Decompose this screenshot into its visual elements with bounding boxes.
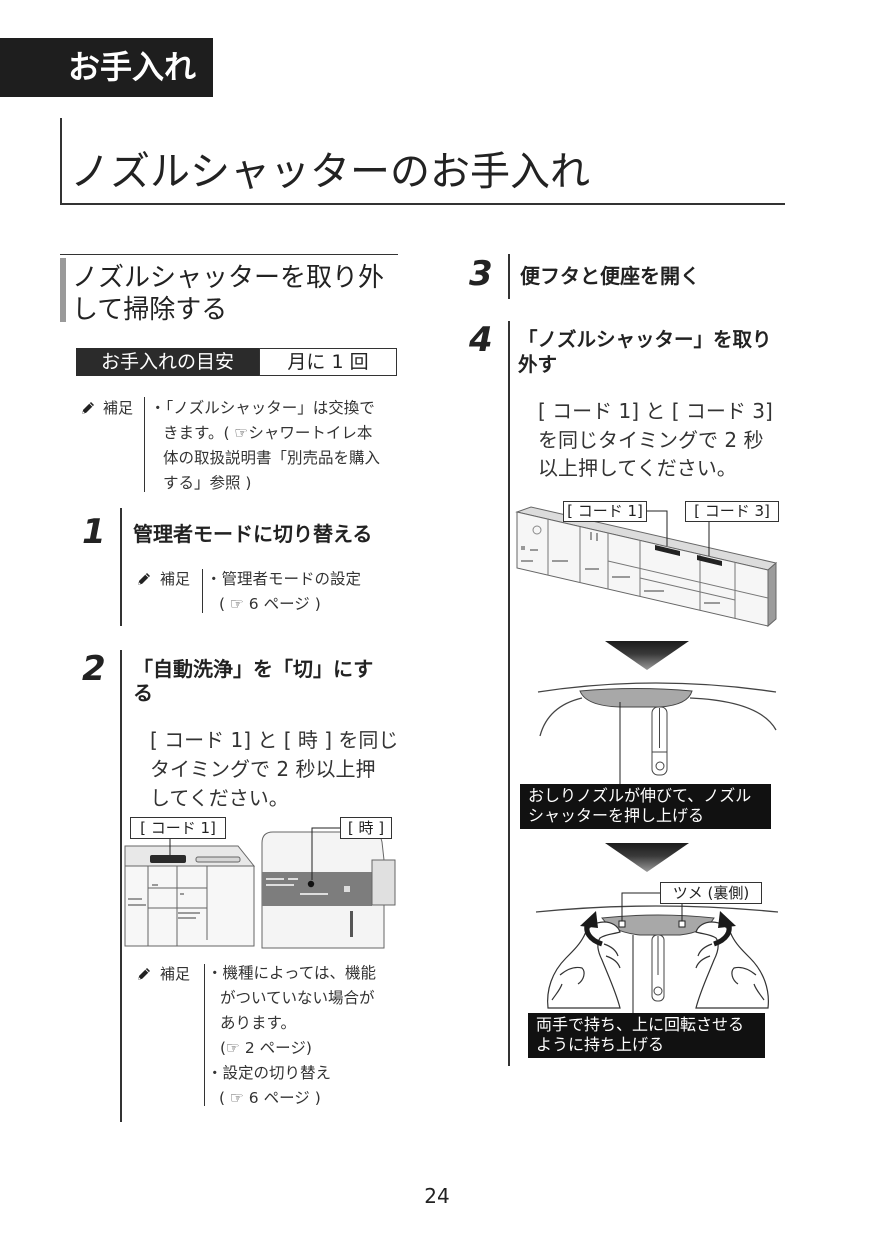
panel-button-dividers bbox=[547, 519, 769, 618]
caption-line: 両手で持ち、上に回転させる bbox=[536, 1015, 745, 1034]
step-body-line: [ コード 1] と [ 時 ] を同じ bbox=[150, 728, 399, 752]
step2-control-panel-illustration bbox=[124, 827, 396, 949]
control-panel-right-crop bbox=[261, 831, 396, 949]
note-divider bbox=[204, 964, 205, 1106]
note-line: ・「ノズルシャッター」は交換で bbox=[150, 399, 375, 417]
panel-small-markings bbox=[128, 884, 200, 919]
section-heading-bar bbox=[60, 258, 66, 322]
note-line: する」参照 ) bbox=[163, 474, 252, 492]
step-number: 2 bbox=[82, 649, 106, 689]
note-line: ( ☞ 6 ページ ) bbox=[219, 595, 321, 613]
step-title: 外す bbox=[518, 353, 558, 376]
step4-control-panel-illustration bbox=[515, 506, 778, 628]
step-number: 3 bbox=[469, 254, 493, 294]
callout-code1: [ コード 1] bbox=[563, 501, 647, 522]
care-frequency-value: 月に 1 回 bbox=[259, 348, 397, 376]
nozzle bbox=[651, 934, 665, 1002]
dark-band-markings bbox=[266, 878, 350, 895]
note-line: がついていない場合が bbox=[220, 989, 375, 1007]
note-line: (☞ 2 ページ) bbox=[220, 1039, 312, 1057]
callout-tab-back-side: ツメ (裏側) bbox=[660, 882, 762, 904]
title-bottom-rule bbox=[60, 203, 785, 205]
section-heading-top-rule bbox=[60, 254, 398, 255]
note-label: 補足 bbox=[160, 570, 191, 588]
note-line: 体の取扱説明書「別売品を購入 bbox=[163, 449, 381, 467]
step-body-line: を同じタイミングで 2 秒 bbox=[538, 428, 764, 452]
step-rule bbox=[508, 254, 510, 299]
step-body-line: [ コード 1] と [ コード 3] bbox=[538, 399, 773, 423]
step-number: 1 bbox=[82, 512, 106, 552]
note-label: 補足 bbox=[103, 399, 134, 417]
note-line: あります。 bbox=[220, 1014, 296, 1032]
note-line: ・設定の切り替え bbox=[207, 1064, 332, 1082]
nozzle-push-illustration bbox=[537, 682, 777, 784]
step-rule bbox=[508, 321, 510, 1066]
callout-leader-lines bbox=[169, 827, 340, 880]
nozzle bbox=[651, 706, 668, 776]
control-panel-left-crop bbox=[124, 845, 256, 947]
step-title: 「自動洗浄」を「切」にす bbox=[133, 657, 374, 681]
panel-small-markings bbox=[521, 525, 720, 604]
step-title: 便フタと便座を開く bbox=[520, 264, 700, 288]
seat-outline bbox=[535, 905, 779, 913]
caption-line: シャッターを押し上げる bbox=[528, 806, 705, 825]
caption-line: おしりノズルが伸びて、ノズル bbox=[528, 786, 752, 805]
pencil-icon bbox=[82, 402, 94, 414]
code1-button-highlight bbox=[655, 545, 680, 556]
left-hand bbox=[547, 921, 621, 1009]
callout-code1: [ コード 1] bbox=[130, 817, 226, 839]
section-tab: お手入れ bbox=[0, 38, 213, 97]
code3-button-highlight bbox=[697, 555, 722, 566]
note-line: ( ☞ 6 ページ ) bbox=[219, 1089, 321, 1107]
pencil-icon bbox=[138, 968, 150, 980]
panel-end-cap bbox=[767, 561, 777, 628]
callout-leader-lines bbox=[647, 510, 710, 556]
note-line: きます。( ☞シャワートイレ本 bbox=[163, 424, 373, 442]
step-body-line: 以上押してください。 bbox=[538, 456, 737, 480]
nozzle-shutter bbox=[579, 688, 693, 708]
callout-time: [ 時 ] bbox=[340, 817, 392, 839]
pencil-icon bbox=[138, 573, 150, 585]
step-number: 4 bbox=[469, 320, 493, 360]
note-label: 補足 bbox=[160, 965, 191, 983]
shutter-removal-illustration bbox=[535, 892, 779, 1013]
right-hand bbox=[695, 921, 769, 1009]
step-body-line: タイミングで 2 秒以上押 bbox=[150, 757, 376, 781]
step-rule bbox=[120, 508, 122, 626]
care-frequency-box: お手入れの目安 月に 1 回 bbox=[76, 348, 397, 376]
time-button bbox=[307, 880, 315, 888]
seat-outline bbox=[537, 682, 777, 737]
down-arrow-icon bbox=[605, 843, 689, 872]
down-arrow-icon bbox=[605, 641, 689, 670]
step-body-line: してください。 bbox=[150, 786, 289, 810]
step-title: る bbox=[133, 681, 153, 705]
rotate-arrow-icon bbox=[580, 911, 736, 947]
callout-leader-lines bbox=[621, 892, 683, 1013]
page-title: ノズルシャッターのお手入れ bbox=[70, 149, 590, 195]
note-line: ・管理者モードの設定 bbox=[206, 570, 362, 588]
step-rule bbox=[120, 650, 122, 1122]
code1-button-highlight bbox=[150, 855, 186, 863]
page-number: 24 bbox=[424, 1184, 450, 1208]
step-title: 管理者モードに切り替える bbox=[133, 522, 373, 546]
caption-box: おしりノズルが伸びて、ノズル シャッターを押し上げる bbox=[520, 784, 771, 829]
note-divider bbox=[144, 397, 145, 492]
care-frequency-label: お手入れの目安 bbox=[76, 348, 259, 376]
section-tab-label: お手入れ bbox=[68, 48, 197, 86]
note-divider bbox=[202, 569, 203, 613]
callout-code3: [ コード 3] bbox=[685, 501, 779, 522]
title-left-rule bbox=[60, 118, 62, 204]
note-line: ・機種によっては、機能 bbox=[207, 964, 376, 982]
section-heading-line: ノズルシャッターを取り外 bbox=[72, 263, 385, 293]
caption-box: 両手で持ち、上に回転させる ように持ち上げる bbox=[528, 1013, 765, 1058]
caption-line: ように持ち上げる bbox=[536, 1035, 665, 1054]
step-title: 「ノズルシャッター」を取り bbox=[518, 328, 772, 351]
section-heading-line: して掃除する bbox=[72, 295, 228, 325]
